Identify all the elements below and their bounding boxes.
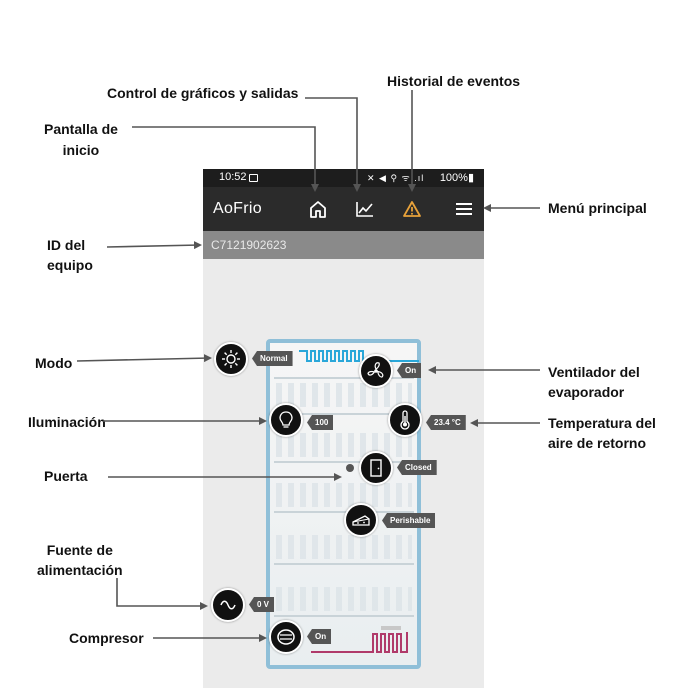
app-bar: AoFrio xyxy=(203,187,484,231)
thermometer-icon xyxy=(400,410,410,430)
callout-power-supply-line1: Fuente de xyxy=(46,542,113,558)
callout-event-history: Historial de eventos xyxy=(387,73,521,89)
return-air-temp-value: 23.4 °C xyxy=(426,415,466,430)
image-notification-icon xyxy=(249,174,258,182)
fridge-illustration xyxy=(266,339,421,669)
product-type-value: Perishable xyxy=(382,513,436,528)
arrow-mode xyxy=(76,354,212,363)
shelf xyxy=(274,461,414,463)
callout-evaporator-fan-line2: evaporador xyxy=(548,384,625,400)
mode-value: Normal xyxy=(252,351,293,366)
shelf xyxy=(274,377,414,379)
power-supply-voltage: 0 V xyxy=(249,597,275,612)
door-indicator-dot xyxy=(346,464,354,472)
shelf xyxy=(274,563,414,565)
callout-lighting: Iluminación xyxy=(28,414,106,430)
callout-door: Puerta xyxy=(44,468,88,484)
status-bar: 10:52 ✕ ◀ ⚲ ᯤ .ıl 100%▮ xyxy=(203,169,484,187)
main-menu-button[interactable] xyxy=(451,197,477,221)
charts-outputs-button[interactable] xyxy=(352,197,378,221)
door-node[interactable] xyxy=(359,451,393,485)
compressor-node[interactable] xyxy=(269,620,303,654)
battery-indicator: 100%▮ xyxy=(439,172,474,184)
chart-icon xyxy=(356,202,373,217)
callout-device-id: ID del equipo xyxy=(47,235,93,275)
bottle-row xyxy=(276,383,412,407)
home-button[interactable] xyxy=(305,197,331,221)
app-logo: AoFrio xyxy=(213,200,262,217)
event-history-button[interactable] xyxy=(399,197,425,221)
status-time: 10:52 xyxy=(219,171,247,183)
phone-screen: 10:52 ✕ ◀ ⚲ ᯤ .ıl 100%▮ AoFrio xyxy=(203,169,484,688)
callout-home-screen: Pantalla de inicio xyxy=(44,119,118,160)
callout-home-screen-line1: Pantalla de xyxy=(44,121,118,137)
device-id: C7121902623 xyxy=(211,238,287,252)
callout-home-screen-line2: inicio xyxy=(62,142,100,158)
power-supply-node[interactable] xyxy=(211,588,245,622)
arrow-device-id xyxy=(106,241,202,250)
callout-power-supply: Fuente de alimentación xyxy=(37,540,123,580)
callout-evaporator-fan-line1: Ventilador del xyxy=(548,364,640,380)
product-type-node[interactable] xyxy=(344,503,378,537)
callout-mode: Modo xyxy=(35,355,73,371)
door-icon xyxy=(370,459,382,477)
lighting-level: 100 xyxy=(307,415,334,430)
shelf xyxy=(274,413,414,415)
callout-power-supply-line2: alimentación xyxy=(37,562,123,578)
device-id-bar: C7121902623 xyxy=(203,231,484,259)
lighting-node[interactable] xyxy=(269,403,303,437)
bottle-row xyxy=(276,587,412,611)
shelf xyxy=(274,511,414,513)
cheese-icon xyxy=(352,515,370,526)
compressor-icon xyxy=(277,629,295,645)
fan-status: On xyxy=(397,363,422,378)
callout-device-id-line1: ID del xyxy=(47,237,86,253)
return-air-temp-node[interactable] xyxy=(388,403,422,437)
arrow-power xyxy=(116,578,208,610)
callout-main-menu: Menú principal xyxy=(548,200,647,216)
sun-icon xyxy=(222,350,240,368)
callout-evaporator-fan: Ventilador del evaporador xyxy=(548,362,640,402)
bulb-icon xyxy=(279,411,293,428)
fan-icon xyxy=(367,362,384,378)
callout-return-air-temp-line2: aire de retorno xyxy=(548,435,647,451)
door-status: Closed xyxy=(397,460,437,475)
shelf xyxy=(274,615,414,617)
mode-node[interactable] xyxy=(214,342,248,376)
compressor-status: On xyxy=(307,629,332,644)
compressor-coil xyxy=(311,626,408,653)
callout-graphics-outputs: Control de gráficos y salidas xyxy=(107,85,299,101)
status-system-icons: ✕ ◀ ⚲ ᯤ .ıl xyxy=(367,173,425,183)
evaporator-fan-node[interactable] xyxy=(359,354,393,388)
callout-return-air-temp: Temperatura del aire de retorno xyxy=(548,413,656,453)
evaporator-coil xyxy=(299,350,419,362)
warning-icon xyxy=(403,201,421,217)
ac-wave-icon xyxy=(220,600,236,610)
bottle-row xyxy=(276,433,412,457)
callout-device-id-line2: equipo xyxy=(47,257,93,273)
bottle-row xyxy=(276,535,412,559)
callout-compressor: Compresor xyxy=(69,630,144,646)
hamburger-menu-icon xyxy=(456,203,472,215)
home-icon xyxy=(310,201,326,218)
callout-return-air-temp-line1: Temperatura del xyxy=(548,415,656,431)
bottle-row xyxy=(276,483,412,507)
